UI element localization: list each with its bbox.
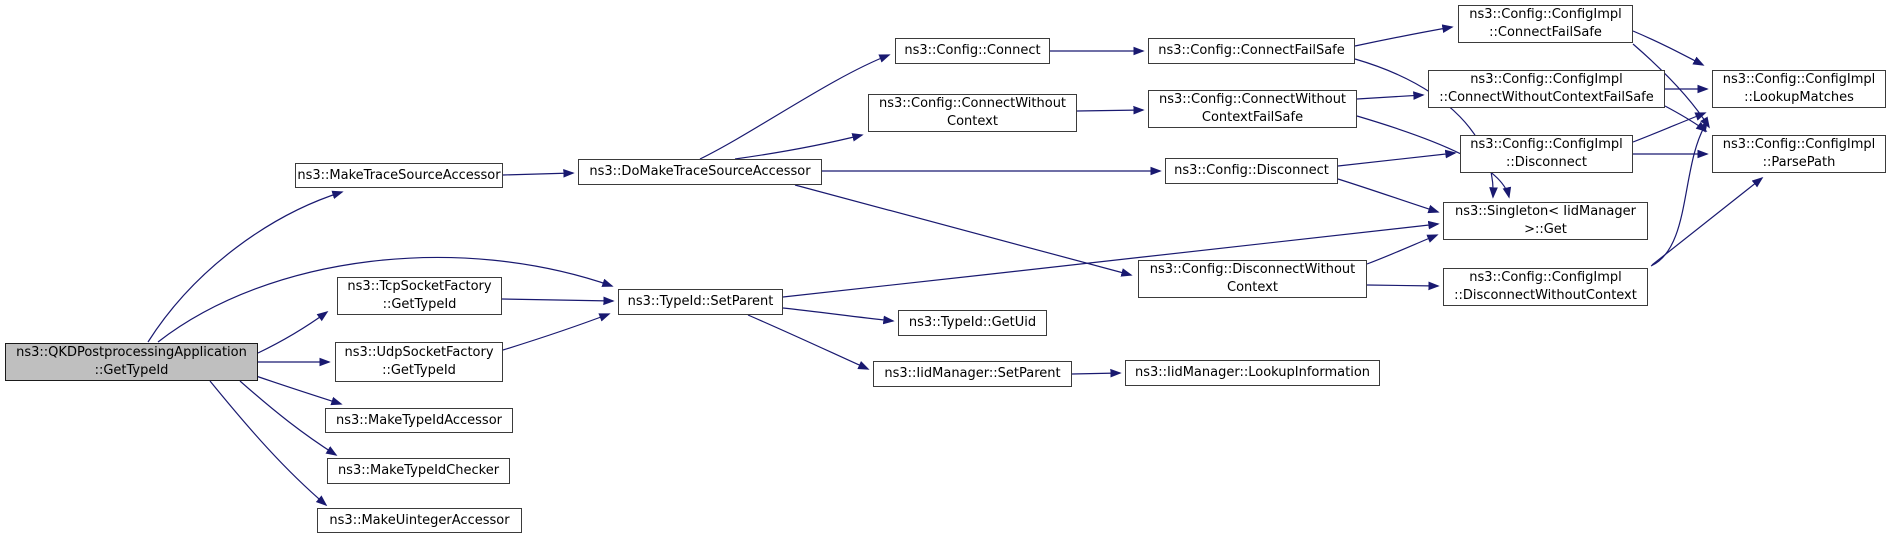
edge-configImplDisconnectWithoutContext-configImplParsePath [1651,176,1764,266]
node-configimpl-lookupmatches[interactable]: ns3::Config::ConfigImpl ::LookupMatches [1712,70,1886,108]
edge-makeTraceSourceAccessor-doMakeTraceSourceAccessor [502,168,575,178]
edge-typeIdSetParent-typeIdGetUid [782,307,895,325]
node-udpsocketfactory-gettypeid[interactable]: ns3::UdpSocketFactory ::GetTypeId [335,342,503,382]
node-singleton-iidmanager-get[interactable]: ns3::Singleton< IidManager >::Get [1443,202,1648,240]
node-configimpl-parsepath[interactable]: ns3::Config::ConfigImpl ::ParsePath [1712,135,1886,173]
edge-getTypeId-typeIdSetParent [157,256,614,343]
edge-udpGetTypeId-typeIdSetParent [502,313,611,351]
edge-configConnectFailSafe-singletonGet [1354,58,1498,199]
edge-doMakeTraceSourceAccessor-configConnect [699,54,891,160]
edge-configDisconnectWithoutContext-configImplDisconnectWithoutContext [1366,281,1440,291]
node-typeid-getuid[interactable]: ns3::TypeId::GetUid [898,310,1047,336]
node-maketracesourceaccessor[interactable]: ns3::MakeTraceSourceAccessor [295,163,503,188]
edge-configConnectWithoutContextFailSafe-configImplConnectWithoutContextFailSafe [1356,91,1425,100]
edge-getTypeId-makeTypeIdAccessor [255,375,343,406]
edge-typeIdSetParent-iidManagerSetParent [747,314,870,370]
node-config-connectfailsafe[interactable]: ns3::Config::ConnectFailSafe [1148,38,1355,64]
node-configimpl-connectwithoutcontextfailsafe[interactable]: ns3::Config::ConfigImpl ::ConnectWithout… [1428,70,1665,108]
edge-doMakeTraceSourceAccessor-configConnectWithoutContext [734,133,864,160]
edge-configDisconnectWithoutContext-singletonGet [1366,234,1439,265]
node-domaketracesourceaccessor[interactable]: ns3::DoMakeTraceSourceAccessor [578,159,822,185]
node-qkdpostprocessingapplication-gettypeid[interactable]: ns3::QKDPostprocessingApplication ::GetT… [5,343,258,381]
edge-configImplConnectFailSafe-configImplLookupMatches [1632,30,1705,66]
edge-configImplDisconnect-configImplLookupMatches [1632,112,1707,143]
node-maketypeidaccessor[interactable]: ns3::MakeTypeIdAccessor [325,408,513,433]
edge-tcpGetTypeId-typeIdSetParent [501,296,615,306]
node-configimpl-disconnect[interactable]: ns3::Config::ConfigImpl ::Disconnect [1460,135,1633,173]
node-maketypeidchecker[interactable]: ns3::MakeTypeIdChecker [327,458,510,484]
node-configimpl-disconnectwithoutcontext[interactable]: ns3::Config::ConfigImpl ::DisconnectWith… [1443,268,1648,306]
node-config-disconnect[interactable]: ns3::Config::Disconnect [1165,158,1338,184]
node-configimpl-connectfailsafe[interactable]: ns3::Config::ConfigImpl ::ConnectFailSaf… [1458,5,1633,43]
edge-getTypeId-tcpGetTypeId [257,310,329,354]
node-config-disconnectwithoutcontext[interactable]: ns3::Config::DisconnectWithout Context [1138,260,1367,298]
edge-doMakeTraceSourceAccessor-configDisconnectWithoutContext [794,184,1133,277]
node-typeid-setparent[interactable]: ns3::TypeId::SetParent [618,289,783,315]
node-makeuintegeraccessor[interactable]: ns3::MakeUintegerAccessor [317,508,522,533]
edge-configConnectFailSafe-configImplConnectFailSafe [1354,24,1454,47]
edge-getTypeId-makeTypeIdChecker [239,380,338,456]
edge-getTypeId-makeTraceSourceAccessor [147,190,344,343]
edge-configDisconnect-configImplDisconnect [1337,149,1457,167]
edge-configDisconnect-singletonGet [1337,178,1440,214]
node-config-connectwithoutcontext[interactable]: ns3::Config::ConnectWithout Context [868,94,1077,132]
node-tcpsocketfactory-gettypeid[interactable]: ns3::TcpSocketFactory ::GetTypeId [337,277,502,315]
node-config-connectwithoutcontextfailsafe[interactable]: ns3::Config::ConnectWithout ContextFailS… [1148,90,1357,128]
edge-iidManagerSetParent-iidManagerLookupInformation [1071,368,1122,378]
edge-configConnectWithoutContext-configConnectWithoutContextFailSafe [1076,105,1145,115]
node-config-connect[interactable]: ns3::Config::Connect [895,38,1050,64]
node-iidmanager-lookupinformation[interactable]: ns3::IidManager::LookupInformation [1125,360,1380,386]
edge-getTypeId-makeUintegerAccessor [209,380,328,507]
node-iidmanager-setparent[interactable]: ns3::IidManager::SetParent [873,361,1072,387]
edge-typeIdSetParent-singletonGet [782,220,1440,298]
